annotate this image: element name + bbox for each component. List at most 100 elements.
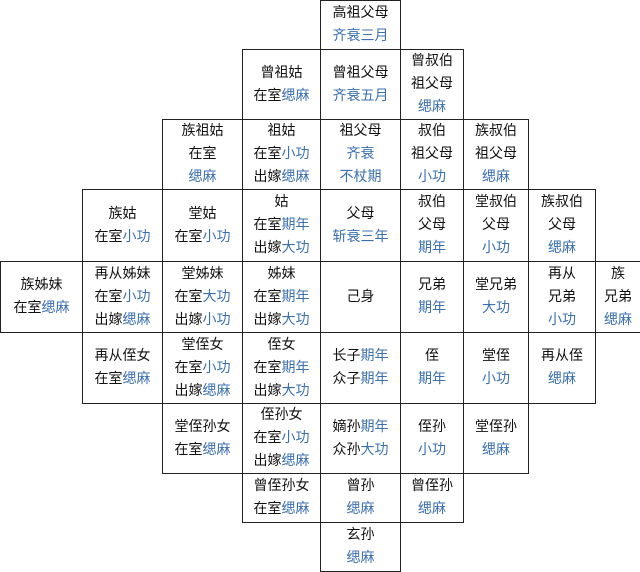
cell-line: 祖父母 — [475, 143, 517, 166]
relation-label: 堂叔伯 — [475, 194, 517, 210]
relation-label: 族叔伯 — [475, 123, 517, 139]
cell-line: 侄孙 — [418, 416, 446, 439]
relation-label: 在室 — [253, 146, 282, 162]
mourning-grade: 小功 — [281, 146, 310, 162]
mourning-grade: 缌麻 — [202, 441, 231, 458]
relation-cell-zaicongxiongdi: 再从兄弟小功 — [528, 261, 596, 333]
cell-line: 祖父母 — [340, 120, 382, 143]
cell-line: 再从 — [548, 263, 576, 286]
relation-cell-tangzhinv: 堂侄女在室小功出嫁缌麻 — [162, 332, 243, 404]
cell-line: 缌麻 — [604, 309, 632, 332]
cell-line: 玄孙 — [347, 524, 375, 547]
relation-cell-zugu: 祖姑在室小功出嫁缌麻 — [242, 119, 321, 190]
cell-line: 缌麻 — [482, 166, 510, 189]
relation-cell-tangzimei: 堂姊妹在室大功出嫁小功 — [162, 261, 243, 333]
mourning-grade: 缌麻 — [482, 169, 510, 185]
relation-label: 族叔伯 — [541, 194, 583, 210]
mourning-grade: 齐衰三月 — [332, 28, 389, 44]
cell-line: 小功 — [482, 368, 510, 391]
cell-line: 小功 — [548, 309, 576, 332]
cell-line: 父母 — [418, 214, 446, 237]
mourning-grade: 缌麻 — [41, 300, 70, 316]
cell-line: 在室缌麻 — [14, 297, 70, 320]
relation-cell-tangzhisun: 堂侄孙缌麻 — [463, 403, 529, 474]
relation-label: 曾祖姑 — [260, 64, 303, 81]
relation-label: 在室 — [94, 228, 123, 245]
mourning-grade: 期年 — [360, 348, 389, 364]
relation-cell-zhisunnv: 侄孙女在室小功出嫁缌麻 — [242, 403, 321, 474]
relation-label: 在室 — [253, 288, 282, 305]
relation-label: 祖父母 — [411, 146, 453, 162]
relation-label: 族 — [611, 265, 625, 282]
cell-line: 期年 — [418, 368, 446, 391]
cell-line: 小功 — [418, 166, 446, 189]
cell-line: 出嫁缌麻 — [95, 309, 151, 332]
cell-line: 缌麻 — [189, 166, 217, 189]
relation-label: 祖父母 — [339, 123, 382, 139]
cell-line: 族姊妹 — [21, 274, 63, 297]
relation-label: 叔伯 — [418, 194, 446, 210]
cell-line: 斩衰三年 — [333, 226, 389, 249]
relation-label: 再从姊妹 — [94, 265, 151, 282]
relation-cell-zushubo-zu: 族叔伯祖父母缌麻 — [463, 119, 529, 190]
mourning-grade: 缌麻 — [188, 169, 217, 185]
relation-label: 族姊妹 — [20, 277, 63, 293]
mourning-grade: 缌麻 — [122, 311, 151, 328]
cell-line: 曾侄孙 — [411, 475, 453, 498]
cell-line: 再从姊妹 — [95, 263, 151, 286]
relation-label: 曾侄孙 — [411, 478, 453, 494]
mourning-grade: 缌麻 — [482, 441, 510, 458]
relation-label: 父母 — [418, 217, 446, 233]
mourning-grade: 期年 — [418, 240, 446, 256]
cell-line: 再从侄女 — [95, 345, 151, 368]
relation-label: 父母 — [482, 217, 510, 233]
relation-label: 在室 — [174, 228, 203, 245]
relation-label: 高祖父母 — [332, 5, 389, 21]
mourning-grade: 小功 — [122, 288, 151, 305]
relation-cell-zengzugu: 曾祖姑在室缌麻 — [242, 49, 321, 120]
cell-line: 堂叔伯 — [475, 191, 517, 214]
relation-label: 己身 — [346, 288, 375, 305]
relation-label: 曾祖父母 — [332, 64, 389, 81]
relation-label: 在室 — [174, 359, 203, 376]
relation-label: 祖姑 — [267, 123, 296, 139]
cell-line: 侄女 — [268, 334, 296, 357]
mourning-grade: 期年 — [281, 359, 310, 376]
cell-line: 出嫁缌麻 — [175, 380, 231, 403]
cell-line: 在室小功 — [254, 427, 310, 450]
relation-label: 族姑 — [108, 205, 137, 222]
relation-label: 再从侄 — [541, 348, 583, 364]
cell-line: 在室小功 — [175, 226, 231, 249]
cell-line: 曾祖父母 — [333, 62, 389, 85]
cell-line: 嫡孙期年 — [333, 416, 389, 439]
mourning-grade: 缌麻 — [346, 550, 375, 566]
mourning-grade: 期年 — [360, 371, 389, 387]
cell-line: 齐衰三月 — [333, 25, 389, 48]
mourning-grade: 小功 — [202, 311, 231, 328]
mourning-grade: 缌麻 — [281, 169, 310, 185]
relation-cell-zengsun: 曾孙缌麻 — [320, 473, 401, 523]
relation-cell-zengzhisunnv: 曾侄孙女在室缌麻 — [242, 473, 321, 523]
relation-cell-gaozu: 高祖父母齐衰三月 — [320, 0, 401, 50]
relation-label: 出嫁 — [253, 169, 282, 185]
mourning-grade: 缌麻 — [548, 371, 576, 387]
mourning-grade: 缌麻 — [346, 501, 375, 517]
cell-line: 祖父母 — [411, 143, 453, 166]
cell-line: 堂兄弟 — [475, 274, 517, 297]
cell-line: 叔伯 — [418, 120, 446, 143]
cell-line: 在室期年 — [254, 286, 310, 309]
cell-line: 在室缌麻 — [254, 85, 310, 108]
mourning-grade: 缌麻 — [604, 311, 632, 328]
cell-line: 期年 — [418, 297, 446, 320]
relation-label: 在室 — [13, 300, 42, 316]
cell-line: 在室缌麻 — [254, 498, 310, 521]
mourning-grade: 小功 — [482, 240, 510, 256]
mourning-grade: 缌麻 — [548, 240, 576, 256]
cell-line: 缌麻 — [482, 439, 510, 462]
cell-line: 再从侄 — [541, 345, 583, 368]
mourning-grade: 小功 — [122, 228, 151, 245]
relation-label: 曾侄孙女 — [253, 478, 310, 494]
relation-cell-zuxiongdi: 族兄弟缌麻 — [595, 261, 640, 333]
relation-label: 叔伯 — [418, 123, 446, 139]
relation-label: 再从 — [548, 265, 576, 282]
